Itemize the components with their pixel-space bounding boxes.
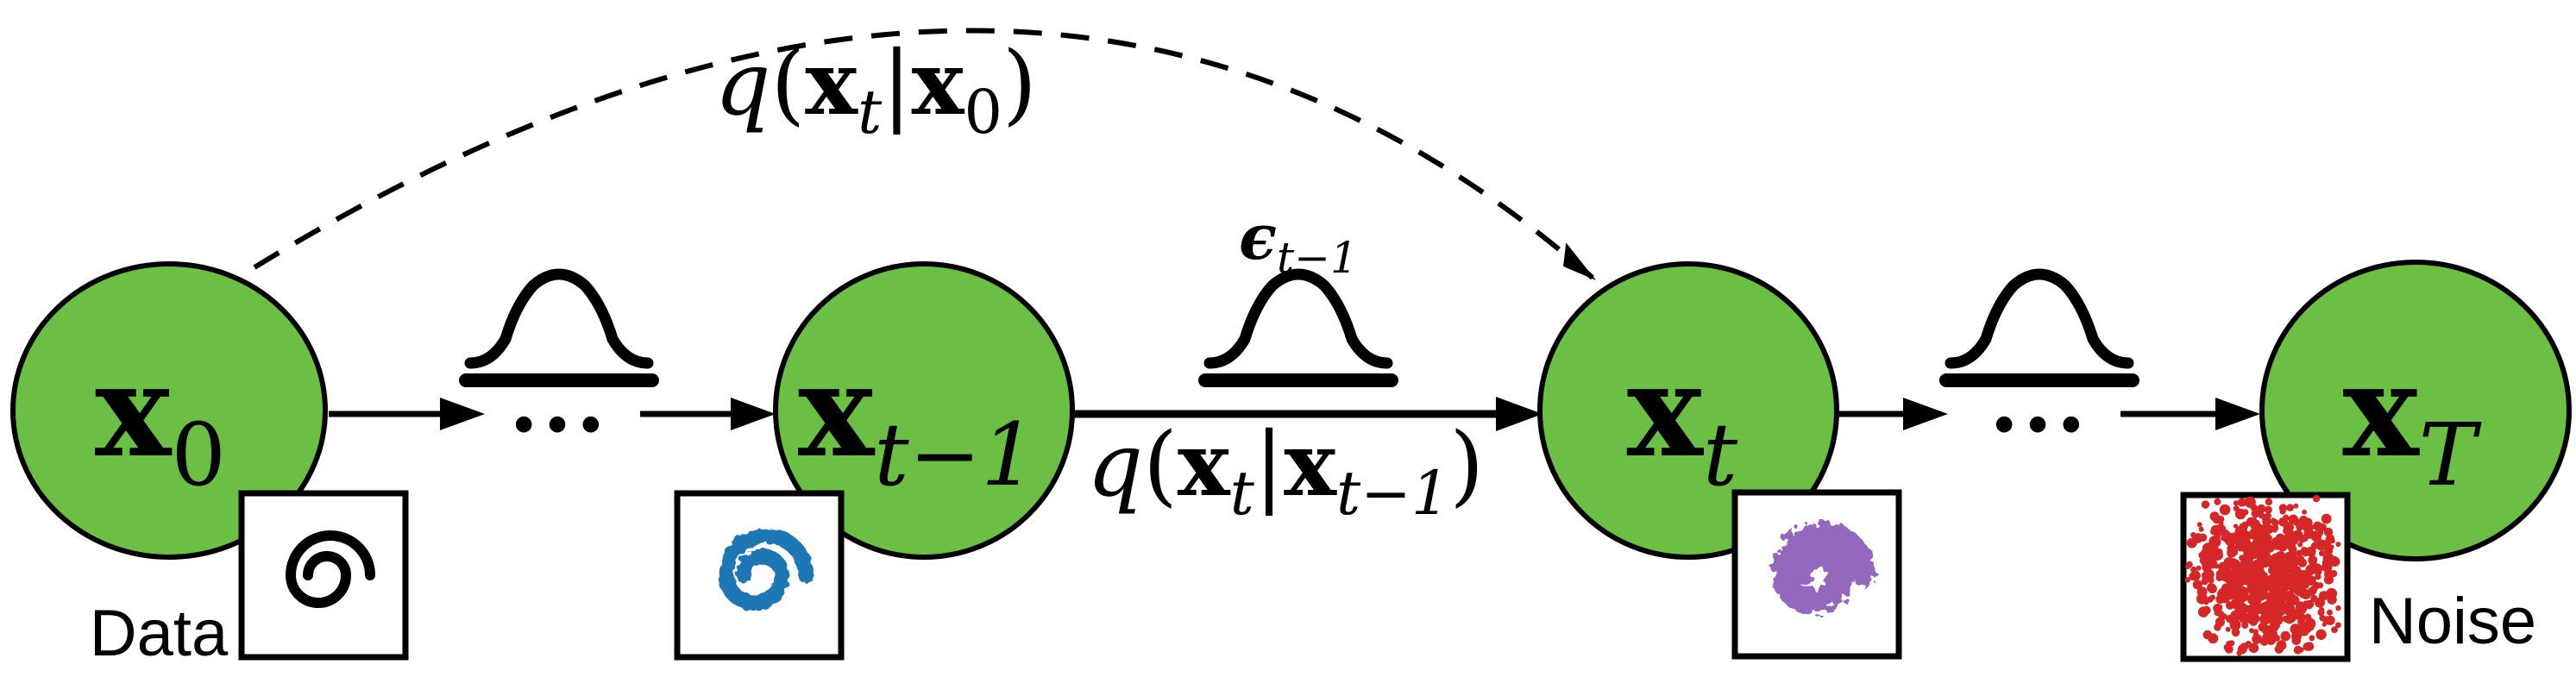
q-step-label: q(xt|xt−1) [1087, 413, 1484, 529]
epsilon-label: ϵt−1 [1239, 200, 1358, 283]
node-xt-minus-1 [773, 261, 1075, 560]
node-xt [1537, 261, 1839, 560]
data-caption: Data [90, 597, 229, 670]
node-x0 [10, 261, 328, 560]
q-shortcut-label: q(xt|x0) [714, 32, 1037, 147]
node-label-x0: x0 [95, 335, 226, 505]
node-label-xt: xt [1627, 335, 1738, 505]
blue-spiral-box [674, 490, 845, 661]
purple-spiral-icon [1771, 523, 1875, 614]
arrow-dots-to-xt1 [640, 398, 776, 430]
node-label-xt-minus-1: xt−1 [798, 335, 1036, 505]
arrow-xt1-to-xt [1072, 397, 1542, 431]
arrow-x0-to-dots [329, 398, 485, 430]
gaussian-icon-2 [1198, 268, 1398, 387]
forward-arrows [329, 397, 2260, 431]
gaussian-icons [459, 268, 2139, 387]
gaussian-icon-3 [1939, 268, 2139, 387]
data-spiral-icon [285, 530, 375, 608]
blue-spiral-icon [718, 528, 814, 611]
noise-dots [2184, 495, 2341, 656]
shortcut-arc-dashed [253, 28, 1594, 280]
noise-caption: Noise [2369, 585, 2536, 658]
arrow-xt-to-dots [1838, 398, 1948, 430]
ellipsis-1: ... [509, 350, 609, 452]
thumbnails [238, 489, 2351, 662]
data-spiral-box [238, 490, 409, 661]
node-label-xT: xT [2343, 335, 2482, 505]
node-xT [2259, 260, 2572, 561]
shortcut-arrowhead-icon [1563, 242, 1596, 280]
arrow-dots-to-xT [2120, 398, 2260, 430]
ellipsis-2: ... [1989, 350, 2089, 452]
gaussian-icon-1 [459, 268, 659, 387]
